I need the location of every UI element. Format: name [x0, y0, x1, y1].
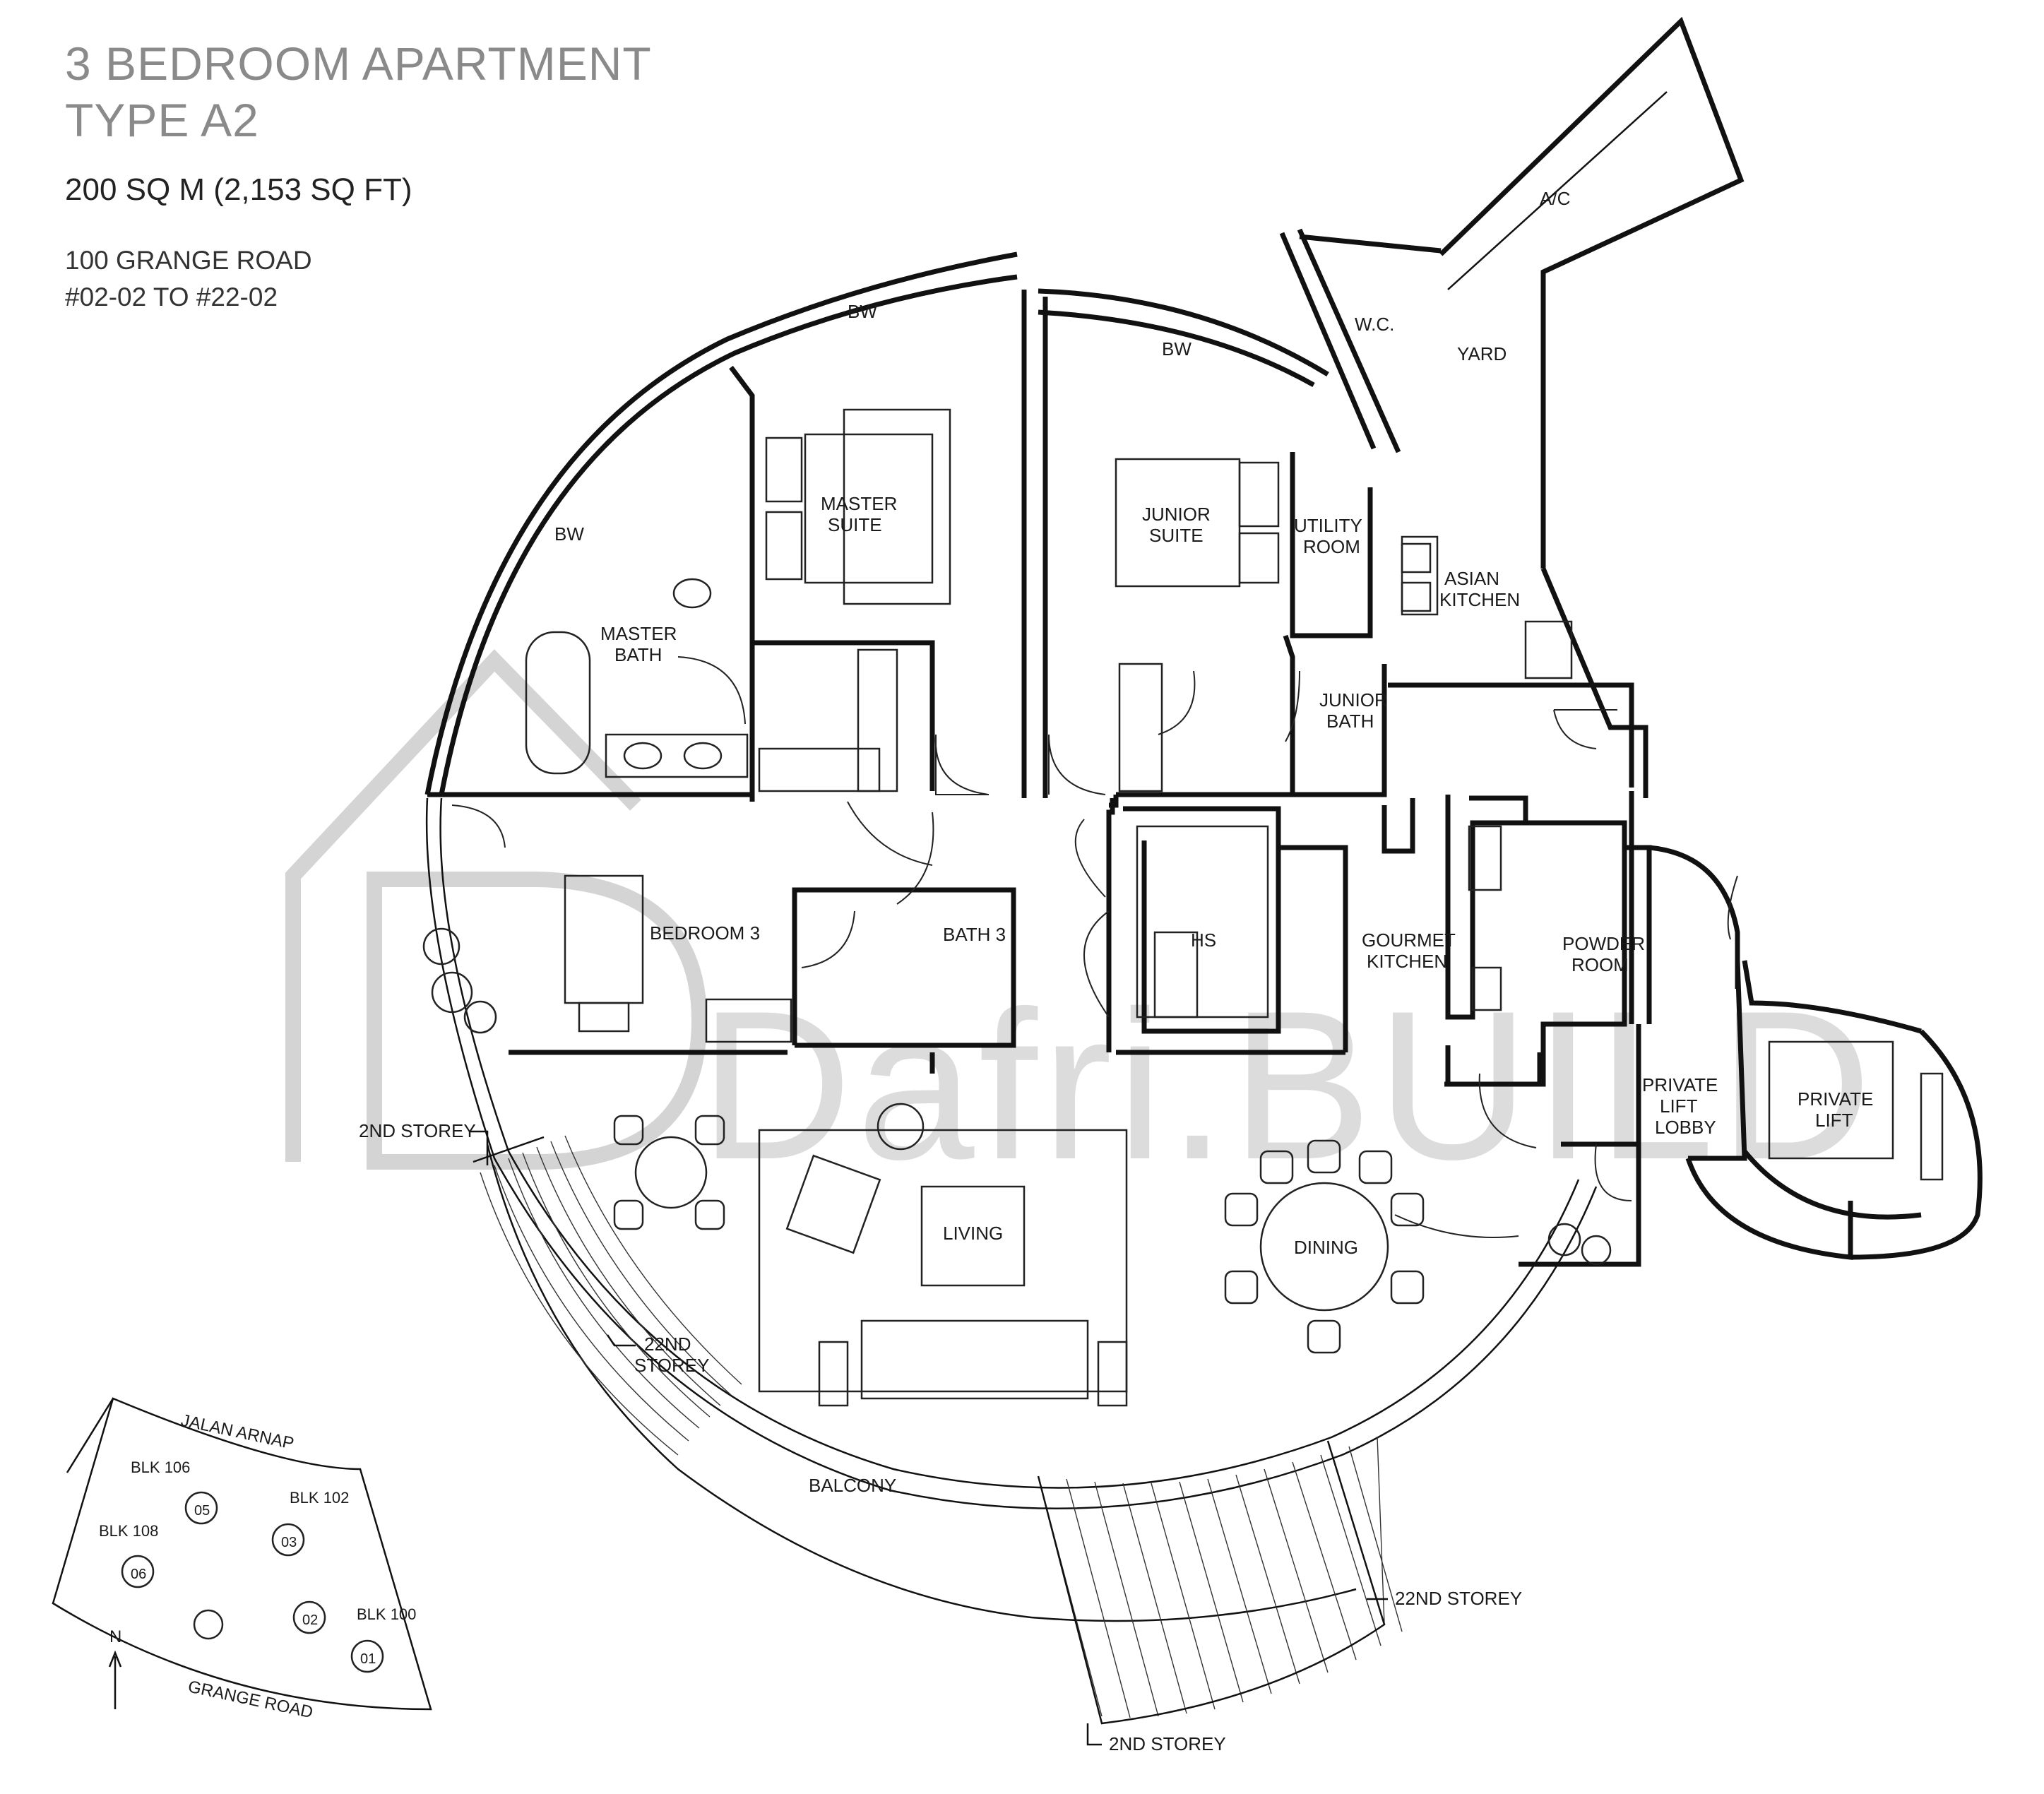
overhang-hatch-bottom	[1037, 1436, 1403, 1725]
powder-room-label-1: POWDER	[1562, 933, 1645, 954]
bath3-label: BATH 3	[943, 924, 1006, 945]
plan-units: #02-02 TO #22-02	[65, 283, 278, 311]
bw-left-label: BW	[554, 523, 584, 545]
dining-label: DINING	[1294, 1237, 1358, 1258]
key-plan-unit-05: 05	[194, 1503, 210, 1519]
bw-top-left-label: BW	[848, 301, 877, 322]
private-lift-label-2: LIFT	[1815, 1110, 1853, 1131]
twentysecond-storey-left-1: 22ND	[644, 1333, 691, 1355]
yard-label: YARD	[1457, 343, 1507, 364]
key-plan-unit-01: 01	[360, 1651, 376, 1667]
hs-label: HS	[1191, 929, 1216, 951]
gourmet-kitchen-label-1: GOURMET	[1362, 929, 1456, 951]
north-arrow-icon	[108, 1650, 122, 1709]
key-plan-blk-102: BLK 102	[290, 1489, 349, 1507]
watermark-text: Dafri.BUILD	[699, 966, 1876, 1204]
plan-area: 200 SQ M (2,153 SQ FT)	[65, 172, 412, 207]
private-lift-lobby-label-3: LOBBY	[1655, 1117, 1716, 1138]
master-bath-label-2: BATH	[614, 644, 662, 665]
interior-walls	[427, 290, 1983, 1267]
plan-type: TYPE A2	[65, 94, 259, 146]
key-plan-north: N	[109, 1627, 121, 1646]
junior-bath-label-2: BATH	[1326, 711, 1374, 732]
bw-top-right-label: BW	[1162, 338, 1192, 360]
key-plan-road-bottom: GRANGE ROAD	[186, 1677, 315, 1722]
balcony-label: BALCONY	[809, 1475, 896, 1496]
living-label: LIVING	[943, 1223, 1003, 1244]
junior-suite-label-2: SUITE	[1149, 525, 1204, 546]
private-lift-box	[1768, 1040, 1944, 1181]
key-plan-unit-02: 02	[302, 1612, 318, 1628]
key-plan-unit-03: 03	[281, 1535, 297, 1550]
key-plan-unit-06: 06	[131, 1567, 146, 1582]
asian-kitchen-label-2: KITCHEN	[1439, 589, 1520, 610]
second-storey-left: 2ND STOREY	[359, 1120, 476, 1141]
master-bath-label-1: MASTER	[600, 623, 677, 644]
master-bath-fixtures	[525, 578, 749, 778]
bedroom3-label: BEDROOM 3	[650, 922, 760, 944]
second-storey-bottom: 2ND STOREY	[1109, 1733, 1226, 1754]
balcony-perimeter	[425, 797, 1598, 1622]
wc-label: W.C.	[1355, 314, 1394, 335]
twentysecond-storey-right: 22ND STOREY	[1395, 1588, 1522, 1609]
powder-room-label-2: ROOM	[1571, 954, 1629, 975]
kitchen-fixtures	[1401, 535, 1573, 1011]
private-lift-lobby-label-1: PRIVATE	[1642, 1074, 1718, 1095]
asian-kitchen-label-1: ASIAN	[1444, 568, 1499, 589]
plan-title: 3 BEDROOM APARTMENT	[65, 37, 652, 90]
junior-suite-label-1: JUNIOR	[1142, 504, 1211, 525]
key-plan-road-top: JALAN ARNAP	[179, 1410, 296, 1453]
master-bed	[765, 408, 951, 605]
junior-bed	[1115, 458, 1280, 588]
plan-address: 100 GRANGE ROAD	[65, 246, 312, 275]
bedroom3-bed	[564, 874, 644, 1033]
ac-label: A/C	[1540, 188, 1570, 209]
door-swings	[451, 656, 1738, 1238]
master-suite-label-1: MASTER	[821, 493, 897, 514]
wardrobes	[705, 648, 1199, 1043]
key-plan	[52, 1397, 432, 1711]
key-plan-blk-106: BLK 106	[131, 1459, 190, 1476]
junior-bath-label-1: JUNIOR	[1319, 689, 1388, 711]
balcony-table	[613, 1115, 725, 1230]
planters	[422, 927, 1612, 1266]
private-lift-label-1: PRIVATE	[1798, 1088, 1873, 1110]
utility-room-label-1: UTILITY	[1294, 515, 1362, 536]
dining-table	[1224, 1139, 1425, 1354]
key-plan-blk-100: BLK 100	[357, 1605, 416, 1623]
gourmet-kitchen-label-2: KITCHEN	[1367, 951, 1447, 972]
living-furniture	[758, 1103, 1128, 1407]
key-plan-blk-108: BLK 108	[99, 1522, 158, 1540]
private-lift-lobby-label-2: LIFT	[1660, 1095, 1698, 1117]
utility-room-label-2: ROOM	[1303, 536, 1360, 557]
twentysecond-storey-left-2: STOREY	[634, 1355, 709, 1376]
master-suite-label-2: SUITE	[828, 514, 882, 535]
outer-walls	[424, 16, 1745, 798]
overhang-hatch-left	[480, 1135, 742, 1456]
hs-room-box	[1136, 825, 1269, 1018]
watermark	[285, 649, 708, 1170]
